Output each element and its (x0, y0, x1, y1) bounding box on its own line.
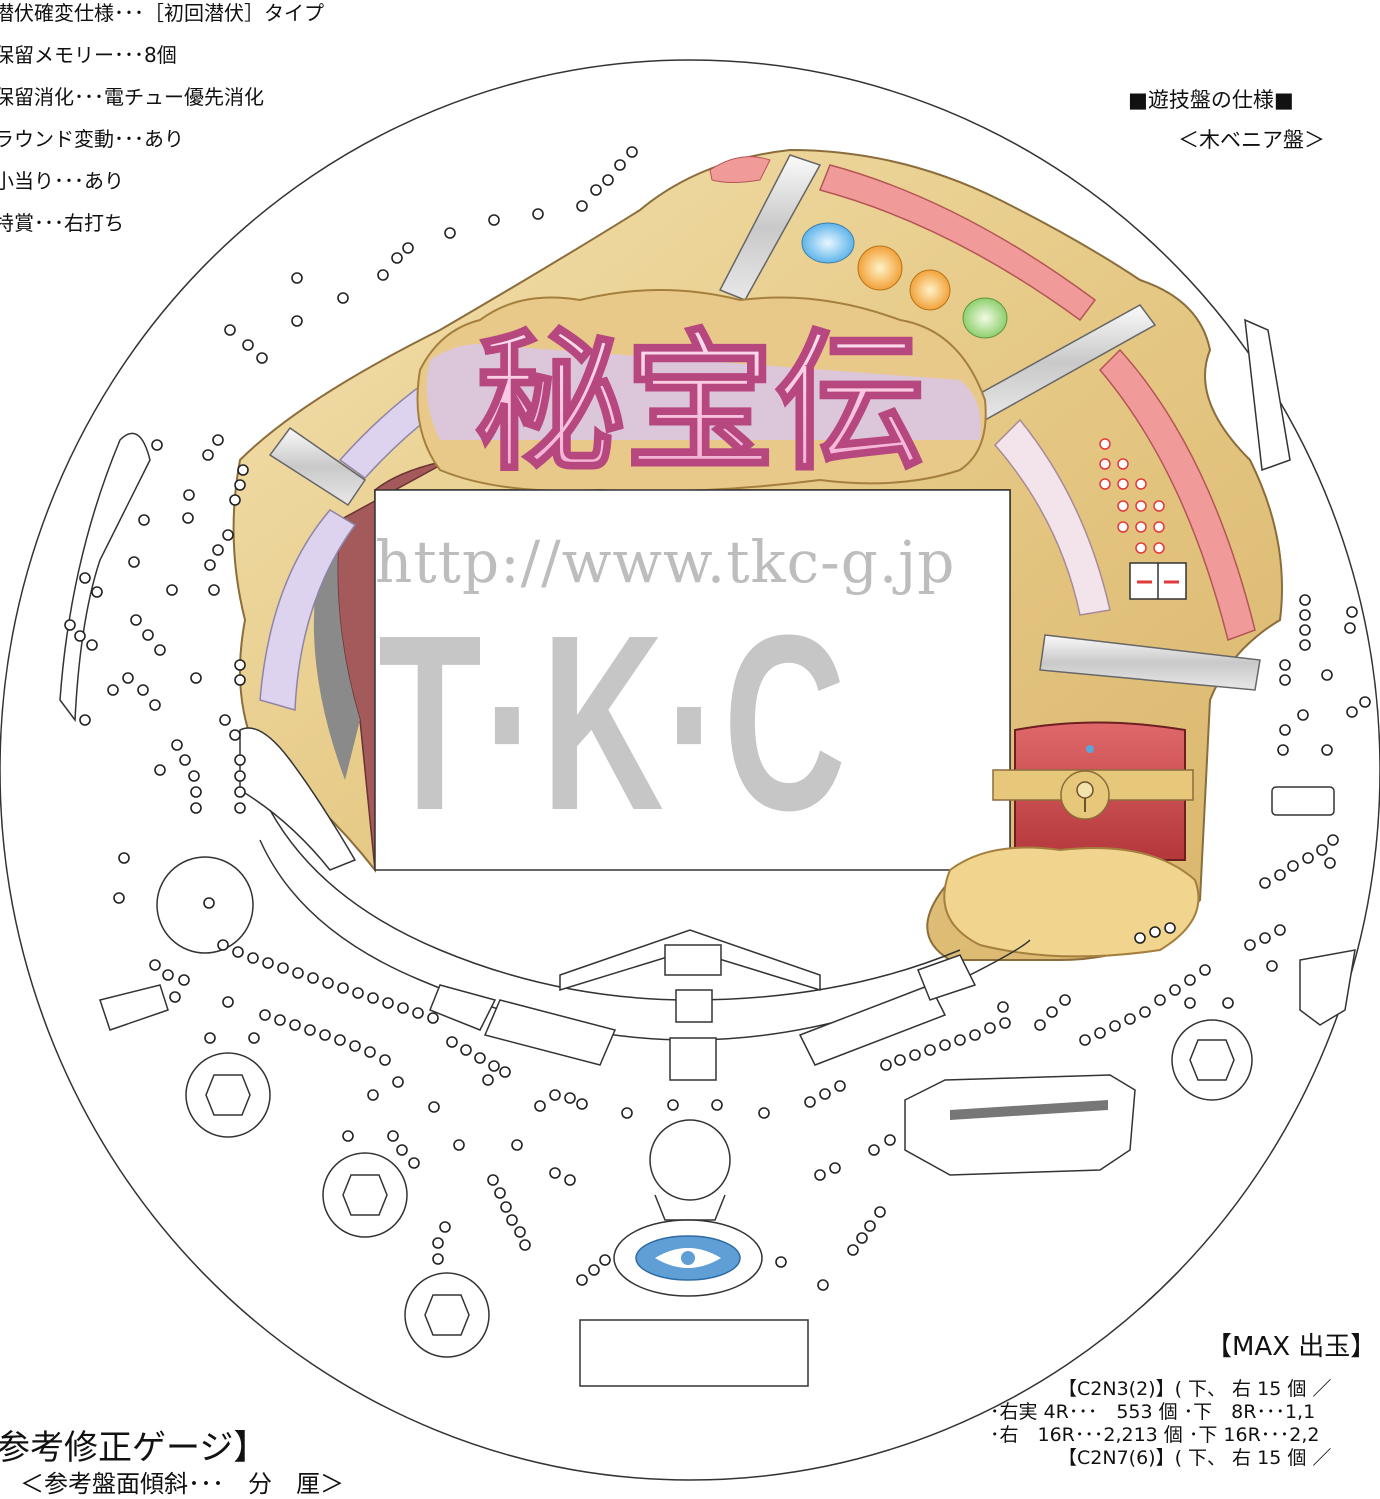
left-side-guard (99, 984, 169, 1031)
board-material: ＜木ベニア盤＞ (1178, 128, 1325, 152)
logo-text: 秘宝伝 (475, 315, 925, 491)
attacker-box (669, 1037, 717, 1081)
lamp-dots (1099, 438, 1165, 554)
watermark-brand: T·K·C (378, 583, 848, 862)
spec-item: 潜伏確変仕様･･･［初回潜伏］タイプ (0, 1, 324, 25)
pink-bar-right (1098, 348, 1256, 641)
spec-item: 保留消化･･･電チュー優先消化 (0, 85, 264, 109)
lcd-screen (374, 489, 1011, 871)
green-gem (962, 297, 1008, 339)
start-pocket (675, 989, 713, 1023)
payout-line: ･右 16R･･･2,213 個 ･下 16R･･･2,2 (990, 1424, 1320, 1446)
left-guard (239, 727, 357, 871)
payout-line: 【C2N7(6)】( 下、 右 15 個 ／ (1058, 1447, 1332, 1469)
spec-item: 保留メモリー･･･8個 (0, 43, 177, 67)
stage-outline-inner (269, 809, 961, 1001)
left-rail (59, 432, 151, 723)
right-gate (1271, 786, 1335, 816)
right-lane-1 (798, 984, 947, 1066)
lower-cloud (943, 846, 1200, 958)
logo-lavender (426, 344, 981, 440)
lavender-arc-left (259, 509, 357, 711)
silver-bar-3 (1039, 634, 1261, 691)
out-box (579, 1319, 809, 1387)
nail-pins (64, 146, 1371, 1291)
pink-blob-top (709, 156, 771, 183)
max-payout-lines: 【C2N3(2)】( 下、 右 15 個 ／ ･右実 4R･･･ 553 個 ･… (990, 1378, 1331, 1470)
spec-item: 小当り･･･あり (0, 169, 124, 193)
payout-line: ･右実 4R･･･ 553 個 ･下 8R･･･1,1 (990, 1401, 1316, 1423)
pink-bar-top (818, 164, 1097, 322)
orange-gem-1 (857, 245, 903, 291)
lavender-arc-right (993, 418, 1111, 616)
right-side-guard (1299, 949, 1356, 1026)
reference-gauge-subtitle: ＜参考盤面傾斜･･･ 分 厘＞ (20, 1470, 344, 1498)
board-spec-title: ■遊技盤の仕様■ (1128, 88, 1294, 112)
treasure-chest-icon (992, 721, 1194, 861)
spec-item: 特賞･･･右打ち (0, 211, 124, 235)
right-rail (1244, 318, 1291, 472)
left-lane-1 (429, 984, 497, 1031)
blue-gem (801, 222, 855, 264)
right-lane-2 (917, 954, 977, 1001)
inner-arc-gray (313, 520, 360, 780)
payout-line: 【C2N3(2)】( 下、 右 15 個 ／ (1058, 1378, 1332, 1400)
right-attacker (904, 1074, 1136, 1176)
slot-box (664, 944, 722, 976)
orange-gem-2 (909, 269, 951, 311)
center-stage (559, 929, 821, 992)
spec-item: ラウンド変動･･･あり (0, 127, 184, 151)
octagon-guide (185, 1019, 1253, 1358)
watermark-url: http://www.tkc-g.jp (375, 528, 956, 596)
silver-bar-4 (268, 426, 367, 507)
spec-list: 潜伏確変仕様･･･［初回潜伏］タイプ 保留メモリー･･･8個 保留消化･･･電チ… (0, 0, 324, 244)
center-windmill (649, 1119, 731, 1201)
max-payout-title: 【MAX 出玉】 (1206, 1332, 1377, 1362)
left-lane-2 (483, 999, 617, 1066)
reference-gauge-title: 参考修正ゲージ】 (0, 1428, 268, 1468)
